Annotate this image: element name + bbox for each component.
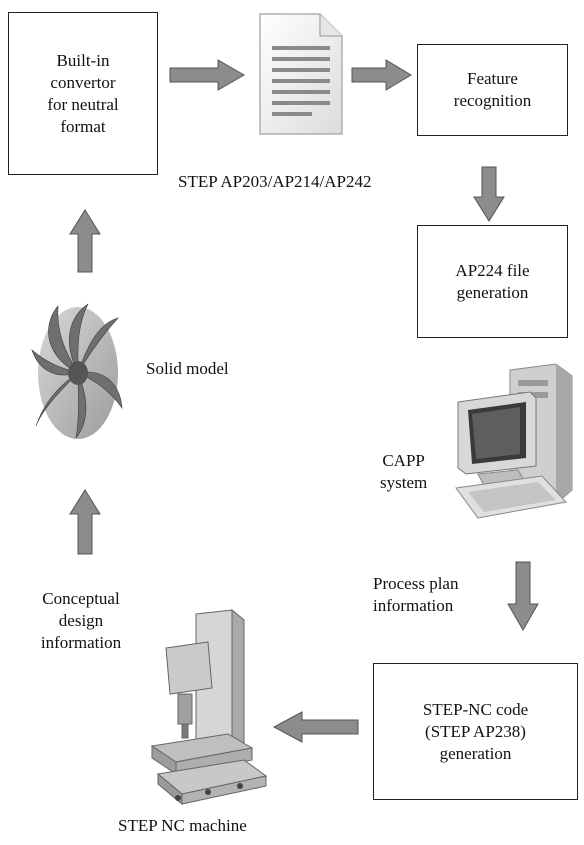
cnc-machine-icon	[150, 608, 268, 806]
feature-recognition-box: Feature recognition	[417, 44, 568, 136]
arrow-up-1	[69, 209, 101, 273]
stepnc-generation-label: STEP-NC code (STEP AP238) generation	[422, 699, 529, 763]
computer-icon	[455, 363, 573, 519]
arrow-down-1	[473, 166, 505, 222]
feature-recognition-label: Feature recognition	[453, 69, 532, 110]
arrow-left	[272, 711, 359, 743]
step-formats-label: STEP AP203/AP214/AP242	[178, 172, 372, 191]
process-plan-label: Process plan information	[373, 574, 459, 615]
ap224-generation-label: AP224 file generation	[455, 260, 530, 302]
arrow-down-2	[507, 561, 539, 632]
capp-system-label: CAPP system	[380, 451, 428, 492]
ap224-generation-box: AP224 file generation	[417, 225, 568, 338]
solid-model-label: Solid model	[146, 359, 229, 378]
arrow-up-2	[69, 489, 101, 555]
convertor-box: Built-in convertor for neutral format	[8, 12, 158, 175]
arrow-right-2	[351, 59, 412, 91]
stepnc-generation-box: STEP-NC code (STEP AP238) generation	[373, 663, 578, 800]
convertor-label: Built-in convertor for neutral format	[47, 50, 119, 136]
conceptual-design-label: Conceptual design information	[40, 589, 122, 652]
nc-machine-label: STEP NC machine	[118, 816, 247, 835]
turbine-blade-icon	[31, 303, 123, 439]
arrow-right-1	[169, 59, 246, 91]
document-icon	[259, 13, 343, 135]
